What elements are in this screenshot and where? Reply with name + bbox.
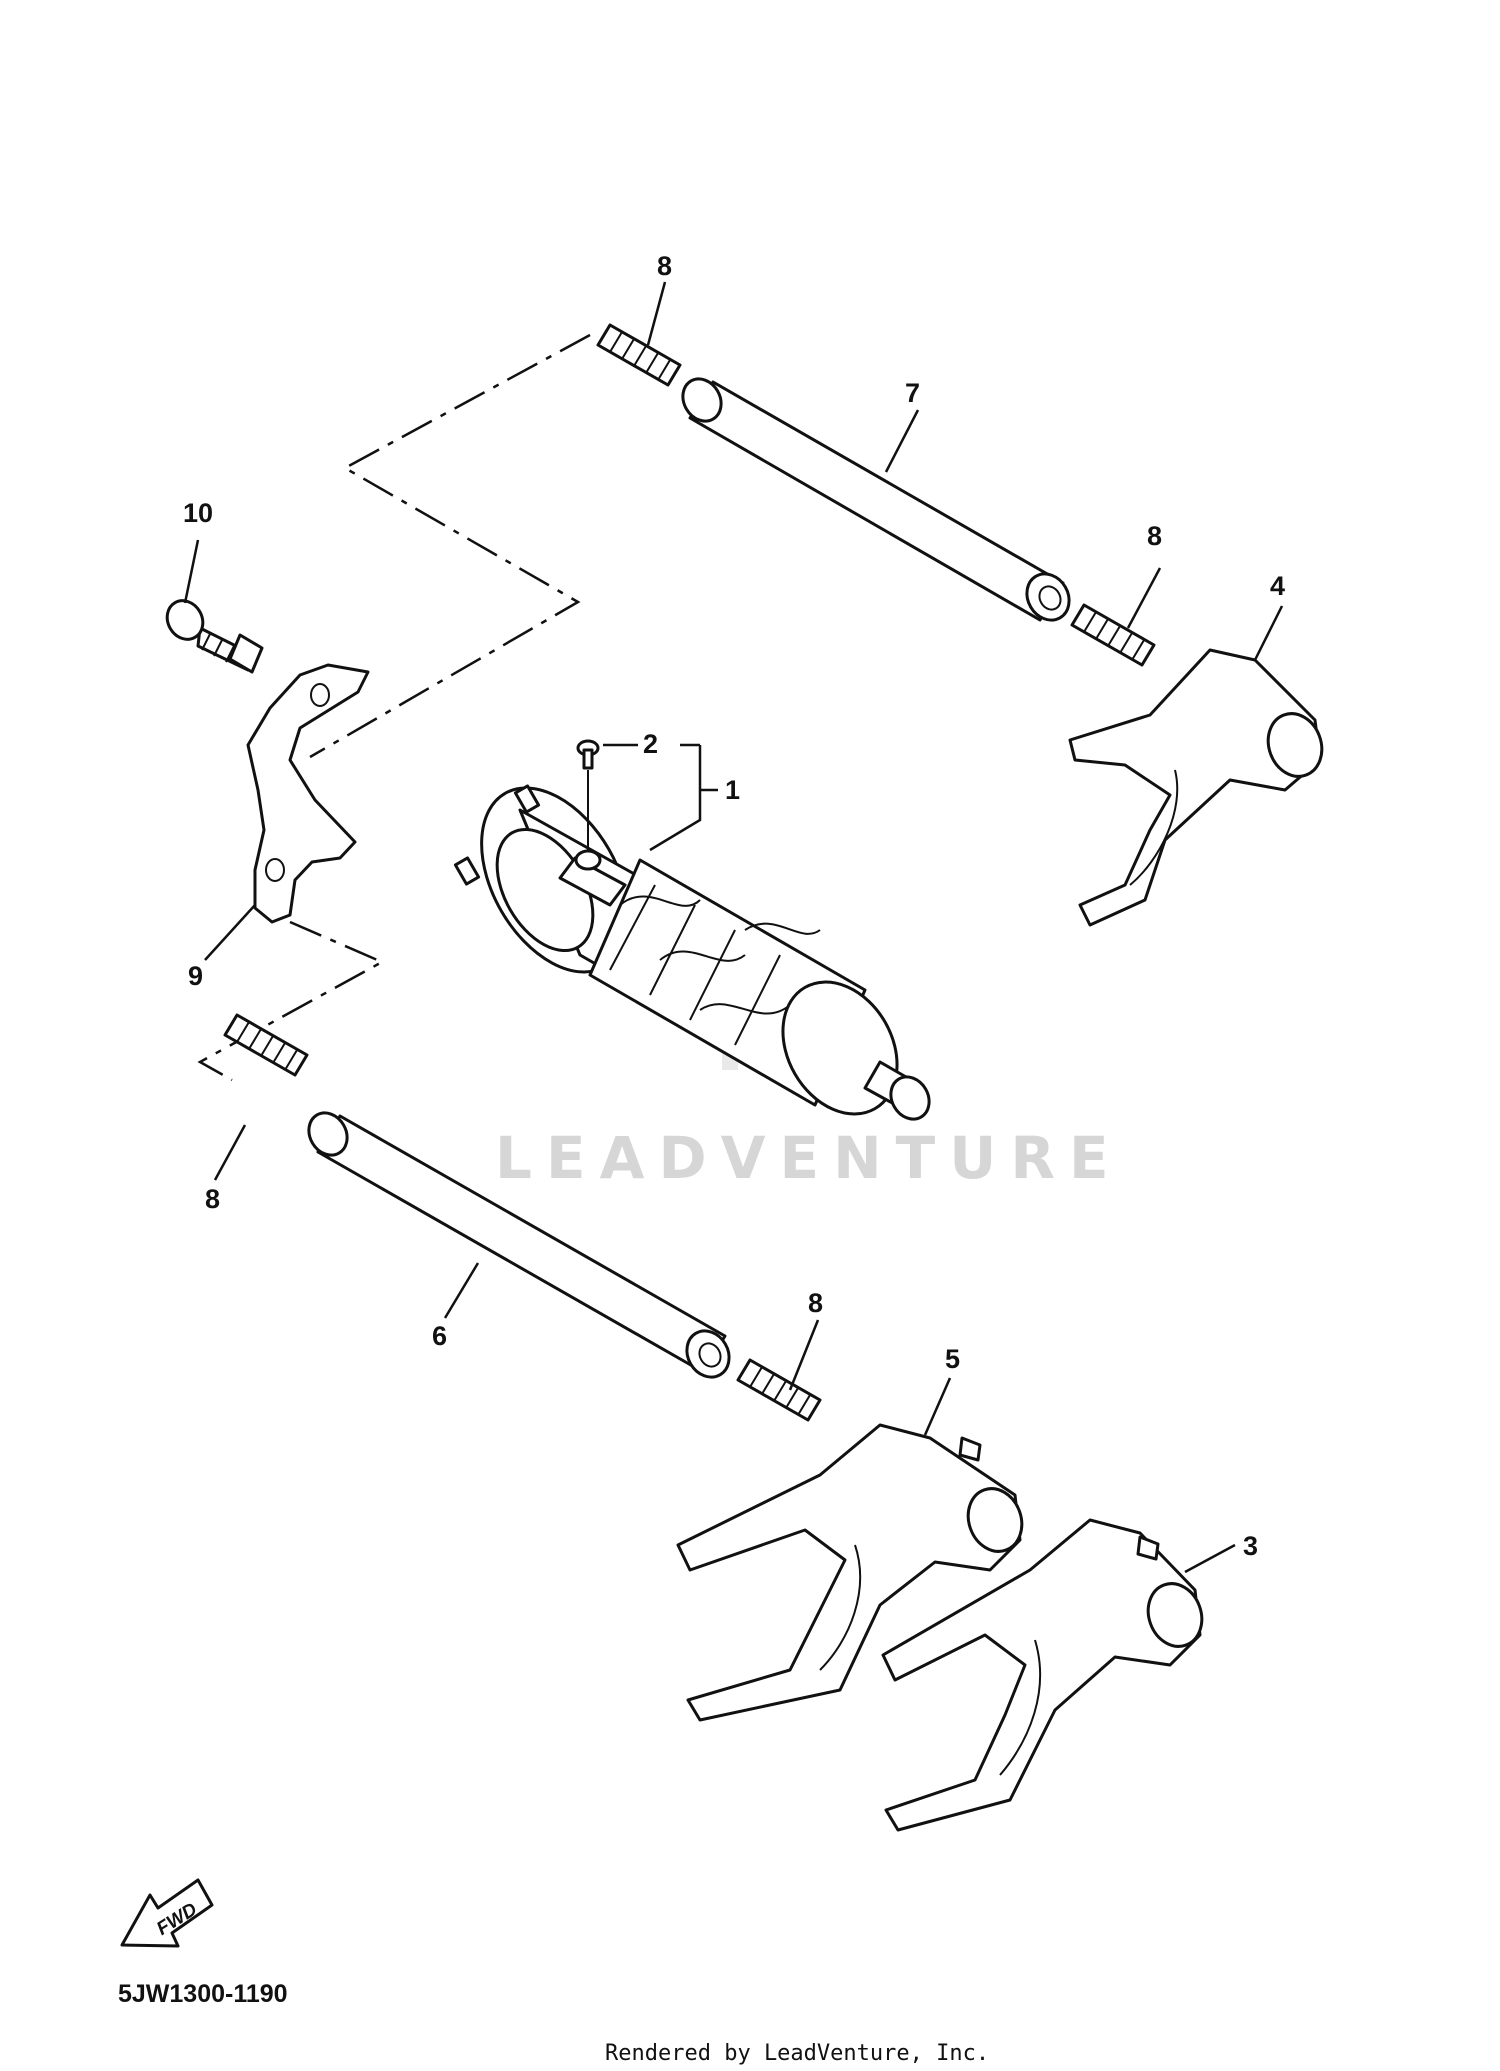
part-10-bolt	[165, 599, 264, 674]
assembly-line-upper	[309, 333, 591, 759]
callout-10: 10	[183, 498, 213, 528]
part-3-shift-fork	[881, 1518, 1204, 1832]
callout-2: 2	[643, 729, 658, 759]
part-4-shift-fork	[1068, 648, 1324, 927]
part-8-spring-right-upper	[1070, 603, 1156, 667]
callout-8-top: 8	[657, 251, 672, 281]
part-6-shift-fork-shaft-lower	[307, 1111, 731, 1379]
callout-3: 3	[1243, 1531, 1258, 1561]
callout-1: 1	[725, 775, 740, 805]
diagram-code: 5JW1300-1190	[118, 1980, 288, 2008]
callout-4: 4	[1270, 571, 1285, 601]
part-5-shift-fork	[676, 1423, 1024, 1722]
part-2-pin	[576, 739, 600, 850]
render-credit: Rendered by LeadVenture, Inc.	[605, 2041, 989, 2066]
forward-arrow-icon: FWD	[120, 1878, 214, 1948]
callout-8-right-lower: 8	[808, 1288, 823, 1318]
watermark: LEADVENTURE	[495, 1124, 1123, 1192]
part-8-spring-left-lower	[223, 1013, 309, 1077]
assembly-line-lower	[197, 920, 385, 1082]
part-8-spring-right-lower	[736, 1358, 822, 1422]
part-7-shift-fork-shaft-upper	[681, 377, 1071, 622]
callout-6: 6	[432, 1321, 447, 1351]
callout-8-left-lower: 8	[205, 1184, 220, 1214]
part-1-shift-cam	[453, 784, 931, 1121]
callout-8-right-upper: 8	[1147, 521, 1162, 551]
callout-5: 5	[945, 1344, 960, 1374]
part-9-stopper-plate	[246, 663, 370, 924]
callout-9: 9	[188, 961, 203, 991]
callout-7: 7	[905, 378, 920, 408]
leader-lines	[183, 281, 1284, 1574]
part-8-spring-top	[596, 323, 682, 387]
